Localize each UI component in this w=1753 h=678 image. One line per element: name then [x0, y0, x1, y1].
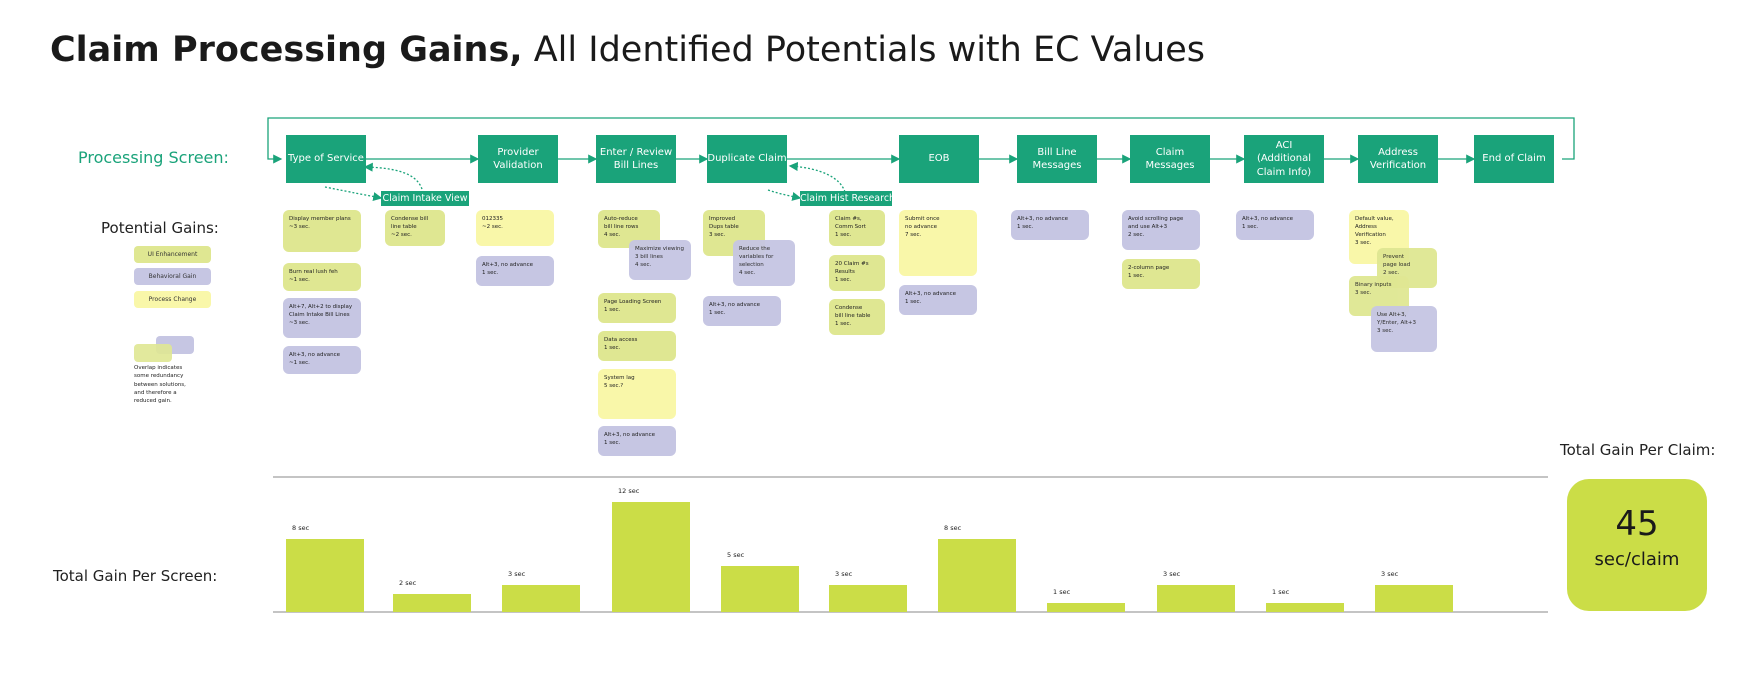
gain-card: Alt+3, no advance 1 sec. [899, 285, 977, 315]
gain-card: Data access 1 sec. [598, 331, 676, 361]
legend-note: Overlap indicates some redundancy betwee… [134, 365, 186, 404]
gain-card: Auto-reduce bill line rows 4 sec. [598, 210, 660, 248]
gain-card: Alt+3, no advance 1 sec. [476, 256, 554, 286]
gain-card: Maximize viewing 3 bill lines 4 sec. [629, 240, 691, 280]
gain-card: Reduce the variables for selection 4 sec… [733, 240, 795, 286]
total-gain-unit: sec/claim [1594, 549, 1680, 570]
gain-card: Alt+3, no advance ~1 sec. [283, 346, 361, 374]
gain-card: Avoid scrolling page and use Alt+3 2 sec… [1122, 210, 1200, 250]
gain-card: Condense bill line table ~2 sec. [385, 210, 445, 246]
gain-card: 012335 ~2 sec. [476, 210, 554, 246]
step-address-verification: Address Verification [1358, 135, 1438, 183]
gain-card: 20 Claim #s Results 1 sec. [829, 255, 885, 291]
step-type-of-service: Type of Service [286, 135, 366, 183]
step-end-of-claim: End of Claim [1474, 135, 1554, 183]
gain-card: Alt+3, no advance 1 sec. [1011, 210, 1089, 240]
gain-card: Use Alt+3, Y/Enter, Alt+3 3 sec. [1371, 306, 1437, 352]
step-eob: EOB [899, 135, 979, 183]
gain-card: Condense bill line table 1 sec. [829, 299, 885, 335]
step-claim-messages: Claim Messages [1130, 135, 1210, 183]
gain-card: Alt+3, no advance 1 sec. [1236, 210, 1314, 240]
gain-card: Claim #s, Comm Sort 1 sec. [829, 210, 885, 246]
total-gain-value: 45 [1615, 504, 1659, 544]
page-title: Claim Processing Gains, All Identified P… [50, 30, 1205, 70]
gain-card: System lag 5 sec.? [598, 369, 676, 419]
gain-card: Page Loading Screen 1 sec. [598, 293, 676, 323]
potential-gains-label: Potential Gains: [101, 219, 219, 237]
tag-claim-hist-research: Claim Hist Research [800, 191, 896, 206]
legend-ui-enhancement: UI Enhancement [134, 246, 211, 263]
step-enter-review-bill-lines: Enter / Review Bill Lines [596, 135, 676, 183]
total-gain-per-claim-box: 45 sec/claim [1567, 479, 1707, 611]
legend-process-change: Process Change [134, 291, 211, 308]
total-gain-per-claim-label: Total Gain Per Claim: [1560, 441, 1716, 459]
gain-card: Alt+7, Alt+2 to display Claim Intake Bil… [283, 298, 361, 338]
step-bill-line-messages: Bill Line Messages [1017, 135, 1097, 183]
step-provider-validation: Provider Validation [478, 135, 558, 183]
legend-overlap-swatch-front [134, 344, 172, 362]
gain-card: Alt+3, no advance 1 sec. [598, 426, 676, 456]
gain-card: 2-column page 1 sec. [1122, 259, 1200, 289]
gain-card: Burn real lush feh ~1 sec. [283, 263, 361, 291]
gain-card: Submit once no advance 7 sec. [899, 210, 977, 276]
gain-card: Alt+3, no advance 1 sec. [703, 296, 781, 326]
total-gain-per-screen-label: Total Gain Per Screen: [53, 567, 218, 585]
legend-behavioral-gain: Behavioral Gain [134, 268, 211, 285]
processing-screen-label: Processing Screen: [78, 148, 229, 167]
tag-claim-intake-view: Claim Intake View [381, 191, 469, 206]
gain-card: Display member plans ~3 sec. [283, 210, 361, 252]
step-aci: ACI (Additional Claim Info) [1244, 135, 1324, 183]
step-duplicate-claim: Duplicate Claim [707, 135, 787, 183]
